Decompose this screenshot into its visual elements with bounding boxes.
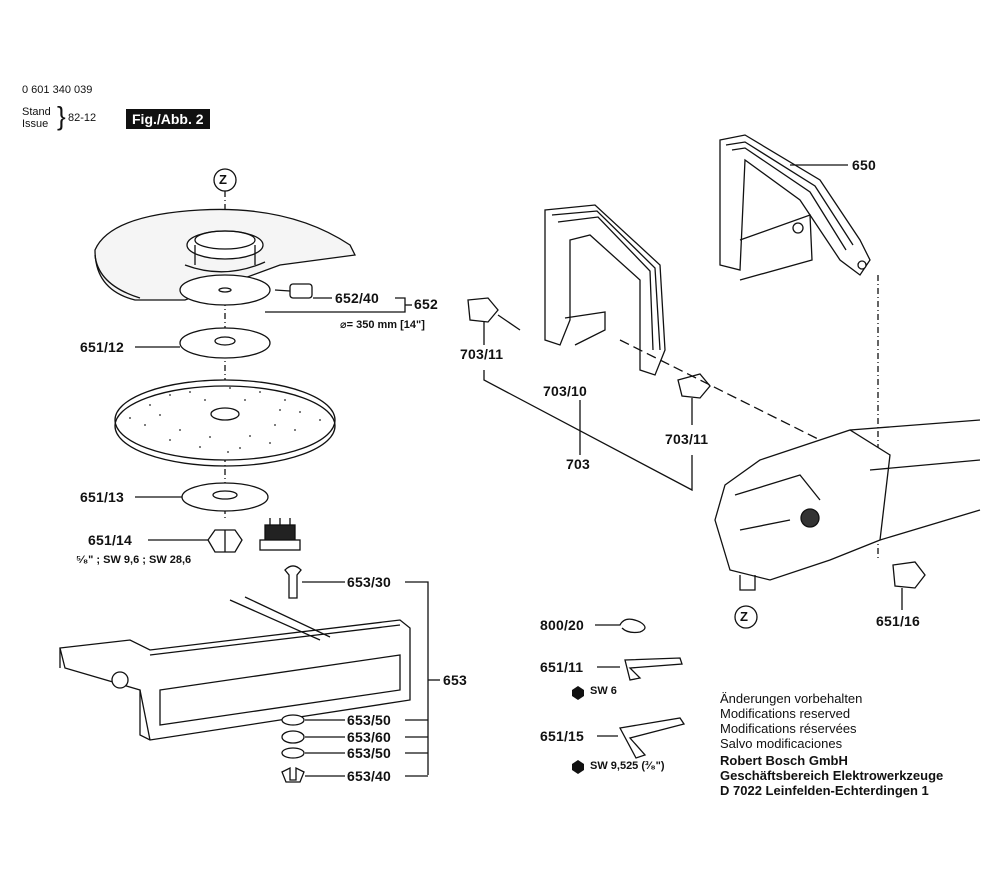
cutting-disc	[114, 379, 336, 467]
spring-washer-653-60	[281, 730, 305, 744]
issue-date: 82-12	[68, 112, 97, 124]
note-en: Modifications reserved	[720, 706, 851, 721]
hex-key-651-15	[597, 717, 686, 759]
sw9-spec: SW 9,525 (³⁄₈")	[590, 760, 665, 772]
label-651-14: 651/14	[88, 532, 133, 548]
label-650: 650	[852, 157, 876, 173]
label-653-60: 653/60	[347, 729, 392, 745]
label-703-10: 703/10	[543, 383, 588, 399]
spindle-nut-alt	[259, 518, 301, 551]
note-de: Änderungen vorbehalten	[720, 691, 863, 706]
label-653-50-b: 653/50	[347, 745, 392, 761]
label-653-50-a: 653/50	[347, 712, 392, 728]
label-653-30: 653/30	[347, 574, 392, 590]
company-division: Geschäftsbereich Elektrowerkzeuge	[720, 768, 944, 783]
company-name: Robert Bosch GmbH	[720, 753, 848, 768]
nut-spec: ⁵⁄₈" ; SW 9,6 ; SW 28,6	[76, 554, 192, 566]
label-651-12: 651/12	[80, 339, 125, 355]
handle-650	[719, 134, 871, 281]
nut-651-14	[207, 529, 243, 553]
bolt-703-11-b	[677, 373, 711, 399]
handle-703	[544, 204, 666, 376]
label-703-11-b: 703/11	[665, 431, 709, 447]
label-652-40: 652/40	[335, 290, 380, 306]
label-651-11: 651/11	[540, 659, 584, 675]
stand-label: Stand	[22, 106, 51, 118]
label-800-20: 800/20	[540, 617, 585, 633]
z-marker-bottom	[734, 605, 758, 629]
screw-651-16	[892, 561, 926, 589]
sw6-spec: SW 6	[590, 685, 617, 697]
washer-653-50-a	[281, 714, 305, 726]
z-label-top: Z	[219, 172, 228, 187]
washer-653-50-b	[281, 747, 305, 759]
label-651-15: 651/15	[540, 728, 585, 744]
flange-651-12	[179, 327, 271, 359]
hook-800-20	[595, 618, 646, 634]
cutting-guide-653	[59, 596, 411, 741]
label-651-13: 651/13	[80, 489, 125, 505]
issue-label: Issue	[22, 118, 49, 130]
angle-grinder	[714, 419, 981, 591]
part-number: 0 601 340 039	[22, 84, 93, 96]
hex-icon-sw9	[572, 760, 584, 774]
wing-nut-653-40	[281, 766, 305, 783]
figure-label: Fig./Abb. 2	[126, 109, 210, 129]
diameter-spec: ⌀= 350 mm [14"]	[340, 319, 425, 331]
screw-652-40	[274, 283, 313, 299]
wheel-guard	[94, 208, 356, 306]
company-address: D 7022 Leinfelden-Echterdingen 1	[720, 783, 929, 798]
bolt-703-11-a	[467, 297, 499, 323]
label-703: 703	[566, 456, 590, 472]
label-653: 653	[443, 672, 467, 688]
label-651-16: 651/16	[876, 613, 921, 629]
bolt-653-30	[284, 565, 302, 599]
note-es: Salvo modificaciones	[720, 736, 843, 751]
label-652: 652	[414, 296, 438, 312]
flange-651-13	[181, 482, 269, 512]
hex-icon-sw6	[572, 686, 584, 700]
brace: }	[57, 101, 66, 131]
label-703-11-a: 703/11	[460, 346, 504, 362]
note-fr: Modifications réservées	[720, 721, 857, 736]
hex-key-651-11	[597, 657, 683, 681]
z-label-bottom: Z	[740, 609, 749, 624]
label-653-40: 653/40	[347, 768, 392, 784]
